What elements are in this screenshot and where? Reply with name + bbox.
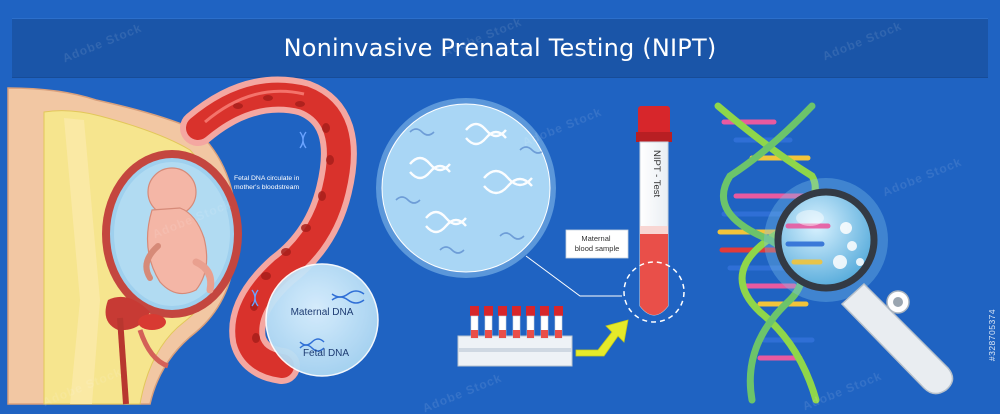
maternal-blood-sample-box: Maternal blood sample xyxy=(565,229,629,259)
pregnant-body-section xyxy=(7,87,242,405)
nipt-test-tube: NIPT - Test xyxy=(623,106,685,323)
page-title: Noninvasive Prenatal Testing (NIPT) xyxy=(283,34,717,62)
title-banner: Noninvasive Prenatal Testing (NIPT) xyxy=(12,18,988,78)
fetus-figure xyxy=(143,167,215,295)
fetal-dna-label: Fetal DNA xyxy=(303,348,349,359)
magnifying-glass-icon xyxy=(764,178,954,395)
maternal-dna-label: Maternal DNA xyxy=(291,307,354,318)
blood-vessel xyxy=(180,76,357,384)
arrow-icon xyxy=(575,319,629,357)
dna-bubble xyxy=(265,263,379,377)
sample-highlight-circle xyxy=(623,261,685,323)
tube-rack xyxy=(457,306,573,367)
callout-line xyxy=(525,255,622,297)
stock-id: #328705374 xyxy=(986,308,997,362)
svg-text:Maternal blood sample: Maternal blood sample xyxy=(575,234,620,253)
fetal-dna-circulate-label: Fetal DNA circulate in mother's bloodstr… xyxy=(234,175,301,191)
magnified-dna-circle xyxy=(376,98,556,278)
tube-label: NIPT - Test xyxy=(651,150,662,198)
